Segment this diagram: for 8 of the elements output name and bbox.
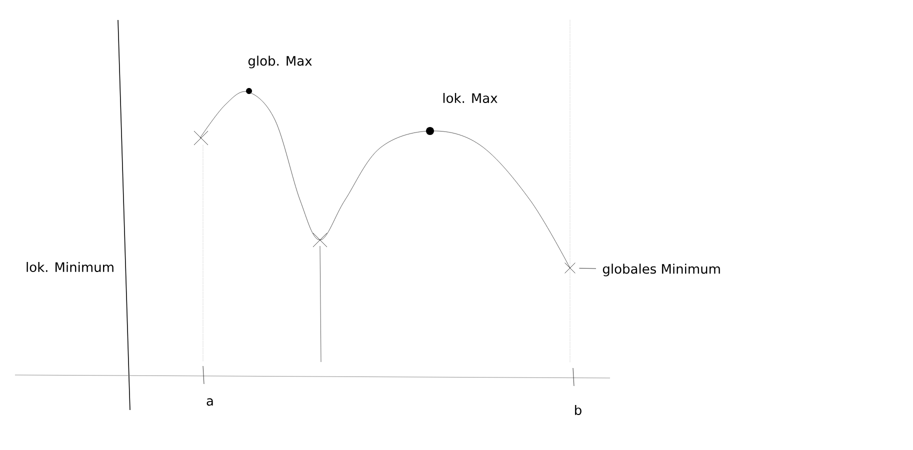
axis-label: b xyxy=(575,404,582,416)
axis-label: lok. Minimum xyxy=(26,262,114,272)
cross-mark xyxy=(564,262,576,274)
axis-label: a xyxy=(206,398,213,406)
leader-line xyxy=(579,268,596,269)
axis-label: lok. Max xyxy=(443,92,498,104)
axis-label: glob. Max xyxy=(248,56,312,68)
annotation-text: globales Minimum xyxy=(602,264,720,276)
